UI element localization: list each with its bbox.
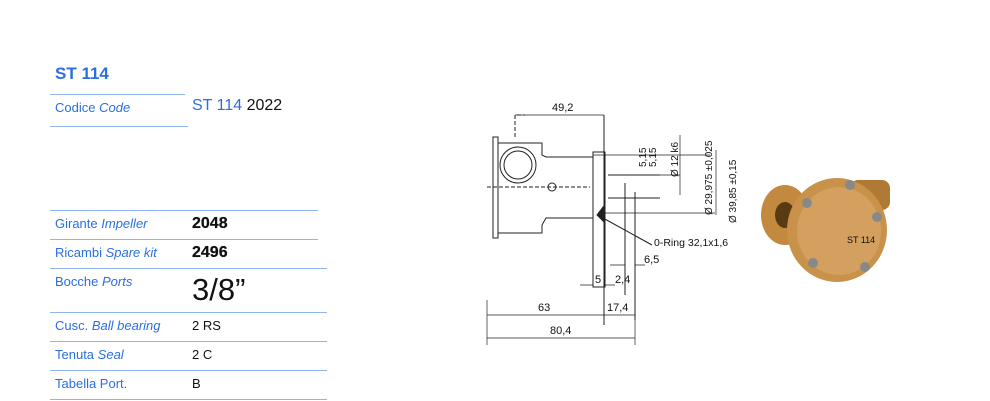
dim-49-2: 49,2 bbox=[552, 102, 573, 114]
label-en: Spare kit bbox=[105, 245, 157, 260]
divider bbox=[50, 210, 318, 211]
technical-drawing: 49,2 5,15 5,15 Ø 12 k6 Ø 29,975 ±0,025 Ø… bbox=[486, 102, 739, 345]
label-it: Cusc. bbox=[55, 318, 89, 333]
dim-lines bbox=[593, 135, 717, 215]
ball-bearing-label: Cusc. Ball bearing bbox=[55, 318, 161, 333]
dim-5: 5 bbox=[595, 274, 601, 286]
oring-leader bbox=[602, 217, 653, 246]
pump-photo: ST 114 bbox=[761, 178, 890, 282]
ball-bearing-value: 2 RS bbox=[192, 318, 221, 333]
oring-label: 0-Ring 32,1x1,6 bbox=[654, 237, 728, 249]
impeller-value: 2048 bbox=[192, 215, 228, 232]
oring-mark bbox=[596, 205, 606, 225]
label-it: Tabella Port. bbox=[55, 376, 128, 391]
port-inner bbox=[503, 150, 533, 180]
dim-pilot-dia: Ø 29,975 ±0,025 bbox=[704, 140, 715, 215]
screw-icon bbox=[860, 262, 870, 272]
divider bbox=[50, 268, 327, 269]
dim-flange-dia: Ø 39,85 ±0,15 bbox=[728, 159, 739, 223]
divider bbox=[50, 312, 327, 313]
product-title: ST 114 bbox=[55, 64, 109, 83]
impeller-label: Girante Impeller bbox=[55, 216, 148, 231]
label-en: Seal bbox=[97, 347, 124, 362]
dim-5-15-b: 5,15 bbox=[648, 147, 659, 167]
dim-80-4: 80,4 bbox=[550, 325, 571, 337]
code-label: Codice Code bbox=[55, 100, 130, 115]
seal-value: 2 C bbox=[192, 347, 213, 362]
dim-5-15-a: 5,15 bbox=[638, 147, 649, 167]
label-it: Bocche bbox=[55, 274, 99, 289]
dim-17-4: 17,4 bbox=[607, 302, 628, 314]
spare-kit-label: Ricambi Spare kit bbox=[55, 245, 157, 260]
ports-label: Bocche Ports bbox=[55, 274, 132, 289]
divider bbox=[50, 399, 327, 400]
label-en: Ball bearing bbox=[91, 318, 161, 333]
port-table-label: Tabella Port. bbox=[55, 376, 127, 391]
dim-2-4: 2,4 bbox=[615, 274, 630, 286]
divider bbox=[50, 126, 188, 127]
screw-icon bbox=[802, 198, 812, 208]
dim-shaft-dia: Ø 12 k6 bbox=[670, 142, 681, 177]
centerline bbox=[487, 114, 590, 188]
spare-kit-value: 2496 bbox=[192, 244, 228, 261]
photo-label: ST 114 bbox=[847, 235, 875, 245]
dim-6-5: 6,5 bbox=[644, 254, 659, 266]
ports-value: 3/8” bbox=[192, 272, 246, 307]
seal-label: Tenuta Seal bbox=[55, 347, 124, 362]
label-it: Tenuta bbox=[55, 347, 95, 362]
pump-body bbox=[498, 142, 594, 234]
divider bbox=[50, 341, 327, 342]
code-value: ST 114 2022 bbox=[192, 97, 282, 115]
label-it: Codice bbox=[55, 100, 96, 115]
port-circle bbox=[499, 146, 537, 184]
cover-face bbox=[797, 187, 881, 275]
label-en: Impeller bbox=[101, 216, 148, 231]
divider bbox=[50, 370, 327, 371]
code-prefix: ST 114 bbox=[192, 97, 243, 114]
label-it: Girante bbox=[55, 216, 98, 231]
screw-icon bbox=[808, 258, 818, 268]
shaft bbox=[608, 174, 660, 320]
divider bbox=[50, 94, 185, 95]
divider bbox=[50, 239, 318, 240]
code-number: 2022 bbox=[246, 97, 283, 114]
screw-icon bbox=[845, 180, 855, 190]
dim-lines bbox=[486, 114, 645, 345]
port-table-value: B bbox=[192, 376, 201, 391]
label-en: Ports bbox=[102, 274, 133, 289]
dim-63: 63 bbox=[538, 302, 550, 314]
label-it: Ricambi bbox=[55, 245, 102, 260]
label-en: Code bbox=[99, 100, 131, 115]
screw-icon bbox=[872, 212, 882, 222]
